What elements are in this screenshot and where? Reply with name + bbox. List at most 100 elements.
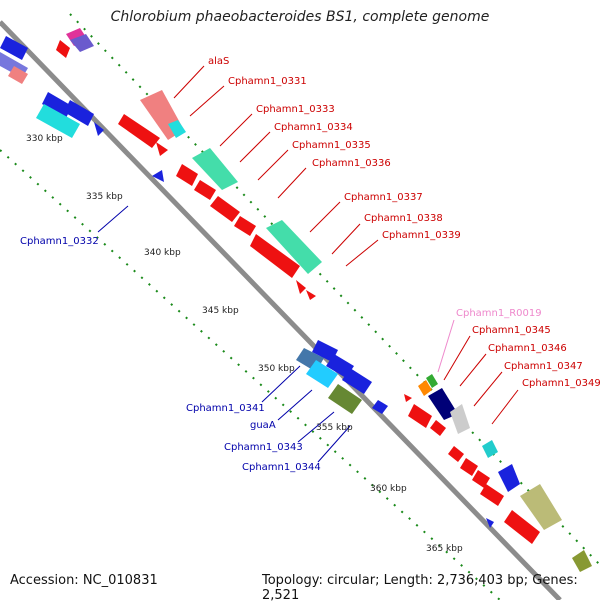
- leader-line: [443, 335, 471, 381]
- gene-label[interactable]: Cphamn1_0345: [472, 325, 551, 336]
- scale-label: 350 kbp: [258, 364, 295, 374]
- gene-feature: [326, 354, 354, 378]
- gene-feature: [250, 234, 300, 278]
- gene-label[interactable]: Cphamn1_0338: [364, 213, 443, 224]
- gene-feature: [70, 34, 94, 52]
- gene-feature: [404, 394, 412, 402]
- gene-feature: [430, 420, 446, 436]
- gene-feature: [418, 380, 432, 396]
- gene-feature: [176, 164, 198, 186]
- leader-line: [277, 389, 313, 421]
- gene-feature: [56, 40, 70, 58]
- gene-feature: [426, 374, 438, 388]
- accession-label: Accession: NC_010831: [10, 573, 158, 588]
- gene-feature: [450, 404, 470, 434]
- scale-label: 335 kbp: [86, 192, 123, 202]
- gene-feature: [460, 458, 478, 476]
- gene-feature: [306, 290, 316, 300]
- gene-feature: [118, 114, 160, 148]
- gene-feature: [192, 148, 238, 190]
- leader-line: [297, 411, 335, 443]
- gene-feature: [266, 220, 322, 274]
- leader-line: [345, 239, 379, 267]
- gene-feature: [296, 280, 306, 294]
- leader-line: [309, 201, 341, 233]
- scale-label: 365 kbp: [426, 544, 463, 554]
- gene-label-rrna[interactable]: Cphamn1_R0019: [456, 308, 542, 319]
- inner-gene-labels: Cphamn1_0332 Cphamn1_0341 guaA Cphamn1_0…: [20, 236, 321, 473]
- scale-label: 330 kbp: [26, 134, 63, 144]
- scale-label: 340 kbp: [144, 248, 181, 258]
- leader-line: [277, 167, 307, 199]
- gene-label[interactable]: Cphamn1_0349: [522, 378, 600, 389]
- tick-tracks: [0, 13, 600, 600]
- leader-line: [317, 425, 351, 463]
- gene-feature: [152, 170, 164, 182]
- leader-line: [261, 365, 301, 403]
- right-gene-labels: Cphamn1_R0019 Cphamn1_0345 Cphamn1_0346 …: [456, 308, 600, 389]
- scale-label: 355 kbp: [316, 423, 353, 433]
- gene-feature: [234, 216, 256, 236]
- gene-label[interactable]: Cphamn1_0334: [274, 122, 353, 133]
- scale-label: 360 kbp: [370, 484, 407, 494]
- gene-feature: [448, 446, 464, 462]
- leader-line: [437, 319, 455, 373]
- gene-feature: [498, 464, 520, 492]
- gene-feature: [572, 550, 592, 572]
- leader-line: [239, 131, 271, 163]
- inner-tick-track: [0, 149, 501, 600]
- gene-feature: [306, 360, 338, 388]
- leader-line: [189, 85, 225, 117]
- gene-label[interactable]: Cphamn1_0332: [20, 236, 99, 247]
- genome-backbone: [0, 20, 562, 600]
- gene-label[interactable]: Cphamn1_0333: [256, 104, 335, 115]
- gene-label[interactable]: Cphamn1_0347: [504, 361, 583, 372]
- gene-feature: [520, 484, 562, 530]
- forward-strand-genes: [0, 28, 592, 572]
- gene-label[interactable]: Cphamn1_0339: [382, 230, 461, 241]
- gene-label[interactable]: Cphamn1_0336: [312, 158, 391, 169]
- gene-label[interactable]: Cphamn1_0346: [488, 343, 567, 354]
- gene-label-alas[interactable]: alaS: [208, 56, 229, 67]
- gene-label[interactable]: Cphamn1_0337: [344, 192, 423, 203]
- gene-feature: [482, 440, 498, 458]
- leader-line: [257, 149, 289, 181]
- leader-line: [173, 65, 205, 99]
- gene-feature: [472, 470, 490, 488]
- backbone-adjacent-genes: [56, 40, 540, 544]
- gene-feature: [94, 122, 104, 136]
- scale-label: 345 kbp: [202, 306, 239, 316]
- leader-line: [491, 389, 519, 425]
- gene-feature: [0, 36, 28, 60]
- gene-feature: [156, 142, 168, 156]
- gene-label[interactable]: Cphamn1_0341: [186, 403, 265, 414]
- gene-feature: [312, 340, 338, 362]
- map-title: Chlorobium phaeobacteroides BS1, complet…: [110, 9, 490, 25]
- gene-feature: [8, 66, 28, 84]
- gene-feature: [486, 518, 494, 528]
- gene-feature: [408, 404, 432, 428]
- gene-feature: [64, 100, 94, 126]
- reverse-strand-genes: [0, 36, 494, 528]
- leader-lines: [97, 65, 519, 463]
- gene-feature: [36, 104, 80, 138]
- leader-line: [219, 113, 253, 147]
- gene-feature: [504, 510, 540, 544]
- leader-line: [331, 223, 361, 255]
- outer-gene-labels: alaS Cphamn1_0331 Cphamn1_0333 Cphamn1_0…: [208, 56, 461, 241]
- gene-label[interactable]: Cphamn1_0331: [228, 76, 307, 87]
- leader-line: [459, 353, 487, 387]
- gene-feature: [194, 180, 216, 200]
- gene-feature: [210, 196, 240, 222]
- gene-feature: [480, 484, 504, 506]
- gene-label[interactable]: Cphamn1_0343: [224, 442, 303, 453]
- gene-label[interactable]: Cphamn1_0344: [242, 462, 321, 473]
- gene-label[interactable]: Cphamn1_0335: [292, 140, 371, 151]
- topology-label: Topology: circular; Length: 2,736,403 bp…: [262, 573, 578, 603]
- gene-feature: [372, 400, 388, 414]
- leader-line: [97, 205, 129, 233]
- gene-feature: [168, 120, 186, 138]
- gene-label-guaa[interactable]: guaA: [250, 420, 276, 431]
- gene-feature: [328, 384, 362, 414]
